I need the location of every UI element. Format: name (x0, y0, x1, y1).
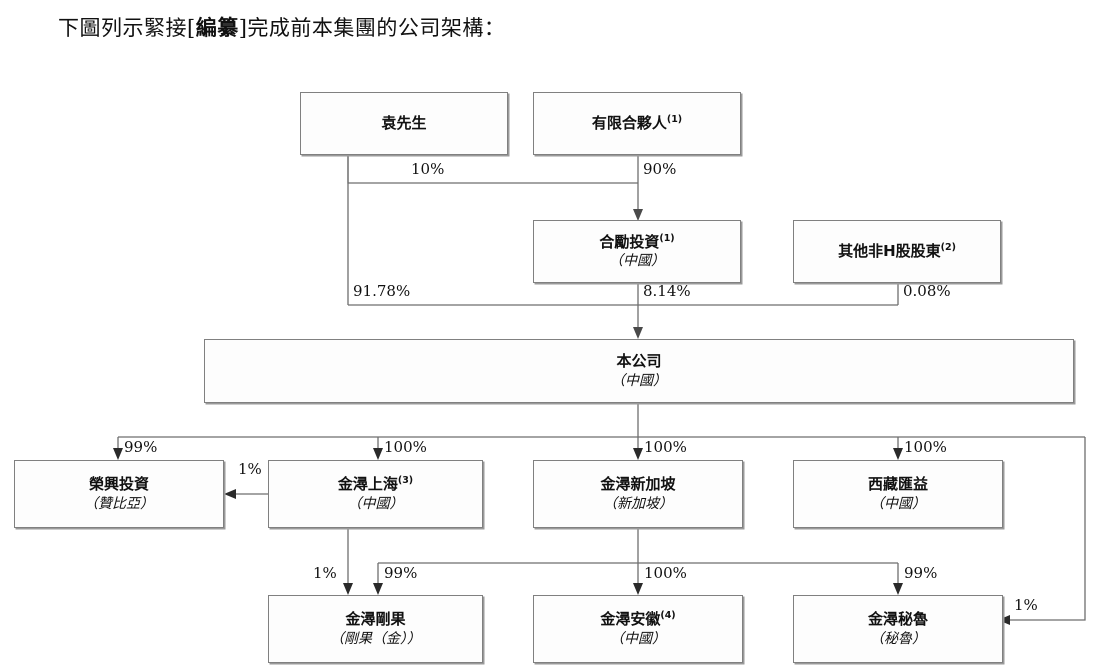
arrowhead-anhui (633, 583, 643, 595)
node-jinxun-anhui-label: 金潯安徽(4) (600, 610, 676, 629)
node-xizang-huiyi[interactable]: 西藏匯益 （中國） (793, 460, 1003, 528)
node-jinxun-congo-jurisdiction: （剛果（金）） (330, 630, 421, 647)
edge-label-jinxun-sh-to-rongxing: 1% (238, 460, 262, 478)
node-jinxun-singapore-jurisdiction: （新加坡） (603, 495, 673, 512)
node-jinxun-peru-label: 金潯秘魯 (867, 610, 928, 629)
node-rongxing-investment-jurisdiction: （贊比亞） (84, 495, 154, 512)
edge-label-yuan-to-company: 91.78% (353, 282, 411, 300)
node-jinxun-congo[interactable]: 金潯剛果 （剛果（金）） (268, 595, 483, 663)
caption-prefix: 下圖列示緊接[ (58, 16, 196, 40)
arrowhead-jinxun-sg (633, 448, 643, 460)
node-the-company[interactable]: 本公司 （中國） (204, 339, 1074, 403)
node-jinxun-anhui[interactable]: 金潯安徽(4) （中國） (533, 595, 743, 663)
arrowhead-xizang (893, 448, 903, 460)
node-jinxun-peru-jurisdiction: （秘魯） (870, 630, 926, 647)
node-jinxun-congo-label: 金潯剛果 (345, 610, 406, 629)
node-heli-investment-label: 合勵投資(1) (599, 232, 675, 251)
node-rongxing-investment[interactable]: 榮興投資 （贊比亞） (14, 460, 224, 528)
edge-label-jinxun-sh-to-congo: 1% (313, 564, 337, 582)
node-mr-yuan-label: 袁先生 (381, 114, 427, 133)
node-heli-investment[interactable]: 合勵投資(1) （中國） (533, 220, 741, 283)
page-caption: 下圖列示緊接[編纂]完成前本集團的公司架構： (58, 12, 505, 42)
node-jinxun-shanghai-jurisdiction: （中國） (347, 495, 404, 512)
node-jinxun-singapore-label: 金潯新加坡 (600, 475, 676, 494)
node-jinxun-shanghai-label: 金潯上海(3) (337, 475, 414, 494)
node-the-company-jurisdiction: （中國） (611, 372, 667, 389)
edge-label-company-to-jinxun-sh: 100% (384, 438, 427, 456)
edge-label-bus-to-peru: 99% (904, 564, 938, 582)
node-jinxun-shanghai[interactable]: 金潯上海(3) （中國） (268, 460, 483, 528)
arrowhead-company (633, 327, 643, 339)
node-jinxun-singapore[interactable]: 金潯新加坡 （新加坡） (533, 460, 743, 528)
node-other-non-h-shareholders[interactable]: 其他非H股股東(2) (793, 220, 1001, 283)
node-the-company-label: 本公司 (616, 352, 662, 371)
node-limited-partner-label: 有限合夥人(1) (591, 114, 683, 133)
edge-label-other-to-company: 0.08% (903, 282, 951, 300)
arrowhead-peru-99pct (893, 583, 903, 595)
arrowhead-congo-99pct (373, 583, 383, 595)
edge-label-company-to-rongxing: 99% (124, 438, 158, 456)
node-rongxing-investment-label: 榮興投資 (88, 475, 149, 494)
node-jinxun-anhui-jurisdiction: （中國） (610, 630, 666, 647)
edge-label-company-to-jinxun-sg: 100% (644, 438, 687, 456)
node-limited-partner[interactable]: 有限合夥人(1) (533, 92, 741, 155)
edge-label-jinxun-sg-to-anhui: 100% (644, 564, 687, 582)
node-xizang-huiyi-jurisdiction: （中國） (870, 495, 926, 512)
node-other-non-h-shareholders-label: 其他非H股股東(2) (838, 242, 956, 261)
node-jinxun-peru[interactable]: 金潯秘魯 （秘魯） (793, 595, 1003, 663)
arrowhead-congo-1pct (343, 583, 353, 595)
arrowhead-jinxun-sh (373, 448, 383, 460)
arrowhead-rongxing-side (224, 489, 236, 499)
edge-label-xizang-to-peru: 1% (1014, 596, 1038, 614)
edge-label-company-to-xizang: 100% (904, 438, 947, 456)
edge-label-bus-to-congo: 99% (384, 564, 418, 582)
caption-emphasis: 編纂 (195, 15, 239, 40)
node-xizang-huiyi-label: 西藏匯益 (867, 475, 928, 494)
caption-suffix: ]完成前本集團的公司架構： (238, 16, 506, 40)
edge-label-lp-to-heli: 90% (643, 160, 677, 178)
wire-xizang-to-peru (1006, 437, 1086, 621)
arrowhead-rongxing (113, 448, 123, 460)
node-mr-yuan[interactable]: 袁先生 (300, 92, 508, 155)
edge-label-heli-to-company: 8.14% (643, 282, 691, 300)
edge-label-yuan-to-heli: 10% (411, 160, 445, 178)
wire-yuan-to-heli (347, 155, 638, 184)
node-heli-investment-jurisdiction: （中國） (609, 253, 665, 270)
